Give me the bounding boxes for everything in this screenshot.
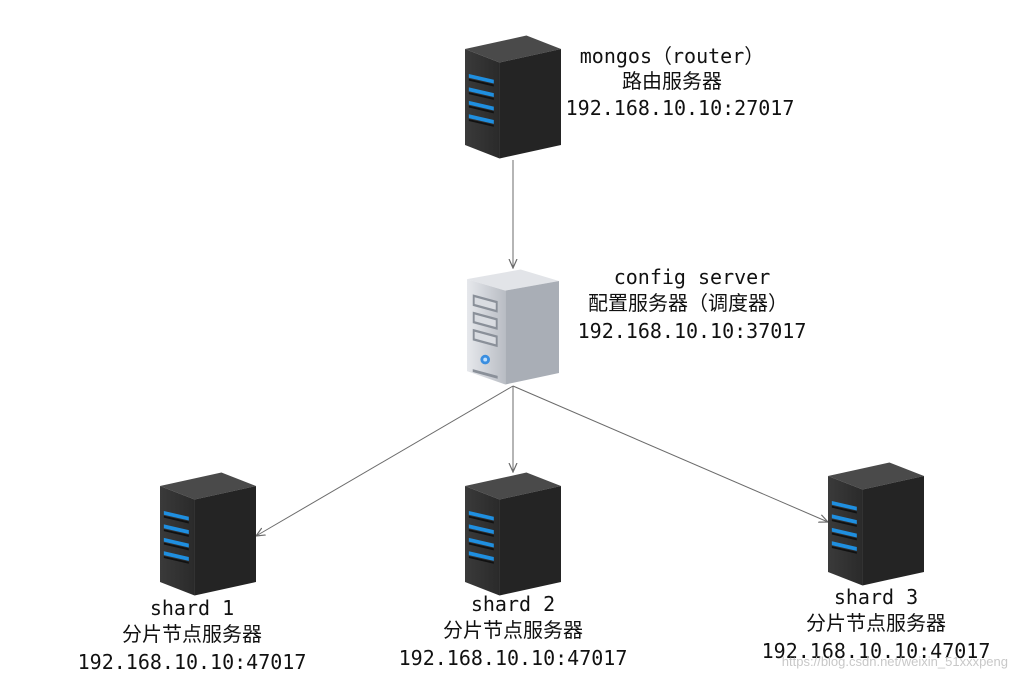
watermark: https://blog.csdn.net/weixin_51xxxpeng: [782, 654, 1008, 669]
shard2-node-label: shard 2 分片节点服务器 192.168.10.10:47017: [399, 592, 628, 670]
dark-server-icon: [828, 462, 924, 586]
dark-server-icon: [465, 472, 561, 596]
router-node-label: mongos（router） 路由服务器 192.168.10.10:27017: [566, 44, 795, 120]
shard1-node-label: shard 1 分片节点服务器 192.168.10.10:47017: [78, 596, 307, 674]
shard3-node-label: shard 3 分片节点服务器 192.168.10.10:47017: [762, 585, 991, 663]
edge-config-to-shard1: [256, 385, 514, 536]
config-role: 配置服务器（调度器）: [588, 291, 788, 315]
shard3-role: 分片节点服务器: [806, 611, 946, 635]
dark-server-icon: [465, 35, 561, 159]
shard3-address: 192.168.10.10:47017: [762, 639, 991, 663]
router-role: 路由服务器: [622, 69, 722, 93]
shard1-address: 192.168.10.10:47017: [78, 650, 307, 674]
config-node-label: config server 配置服务器（调度器） 192.168.10.10:3…: [578, 265, 807, 343]
edge-config-to-shard3: [512, 385, 828, 522]
shard1-role: 分片节点服务器: [122, 622, 262, 646]
router-address: 192.168.10.10:27017: [566, 96, 795, 120]
shard1-name: shard 1: [150, 596, 234, 620]
shard2-address: 192.168.10.10:47017: [399, 646, 628, 670]
config-address: 192.168.10.10:37017: [578, 319, 807, 343]
shard3-name: shard 3: [834, 585, 918, 609]
light-server-icon: [467, 269, 559, 385]
config-name: config server: [614, 265, 771, 289]
dark-server-icon: [160, 472, 256, 596]
edges: [256, 160, 828, 536]
shard2-name: shard 2: [471, 592, 555, 616]
router-name: mongos（router）: [580, 44, 765, 68]
shard2-role: 分片节点服务器: [443, 618, 583, 642]
